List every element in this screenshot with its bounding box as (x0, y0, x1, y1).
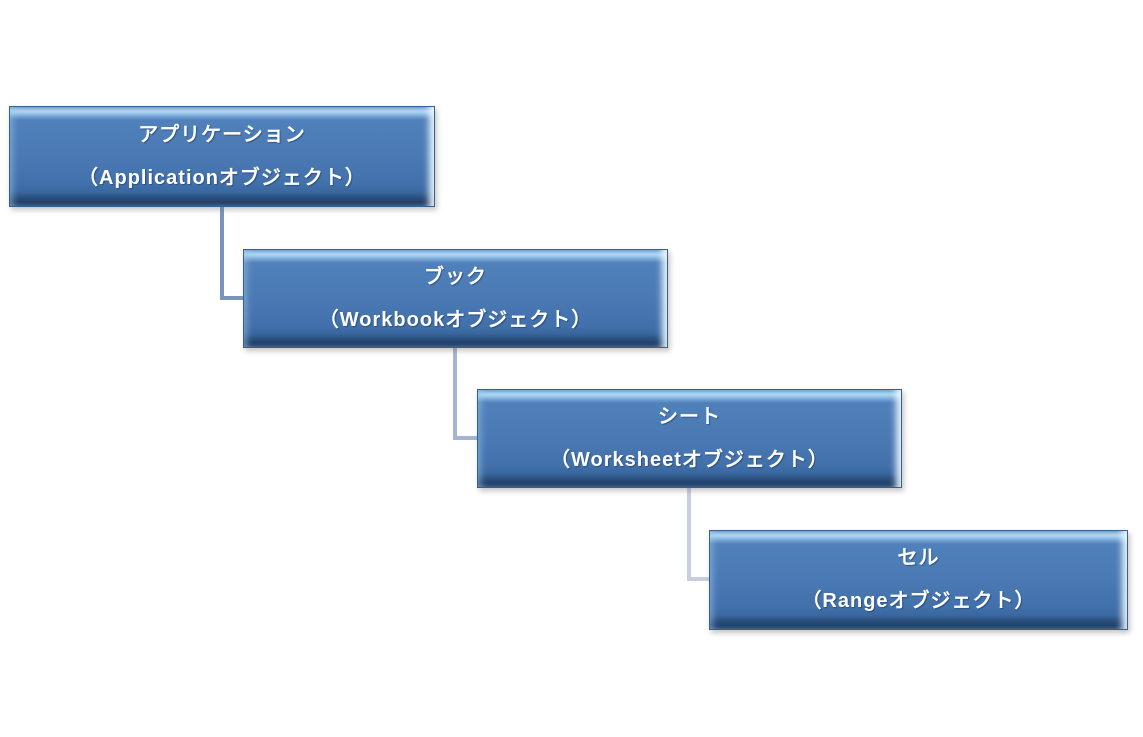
node-worksheet-subtitle: （Worksheetオブジェクト） (550, 448, 829, 471)
node-range: セル （Rangeオブジェクト） (709, 530, 1128, 630)
node-application-subtitle: （Applicationオブジェクト） (78, 166, 366, 189)
node-workbook-subtitle: （Workbookオブジェクト） (318, 308, 593, 331)
node-workbook-title: ブック (424, 265, 487, 288)
node-range-title: セル (897, 547, 940, 569)
node-worksheet: シート （Worksheetオブジェクト） (477, 389, 902, 488)
connector-worksheet-to-range (687, 488, 709, 581)
node-application-title: アプリケーション (138, 123, 306, 146)
connector-workbook-to-worksheet (453, 348, 477, 440)
node-worksheet-title: シート (658, 405, 721, 428)
node-application: アプリケーション （Applicationオブジェクト） (9, 106, 435, 207)
node-workbook: ブック （Workbookオブジェクト） (243, 249, 668, 348)
connector-application-to-workbook (220, 207, 243, 300)
node-range-subtitle: （Rangeオブジェクト） (801, 590, 1036, 612)
